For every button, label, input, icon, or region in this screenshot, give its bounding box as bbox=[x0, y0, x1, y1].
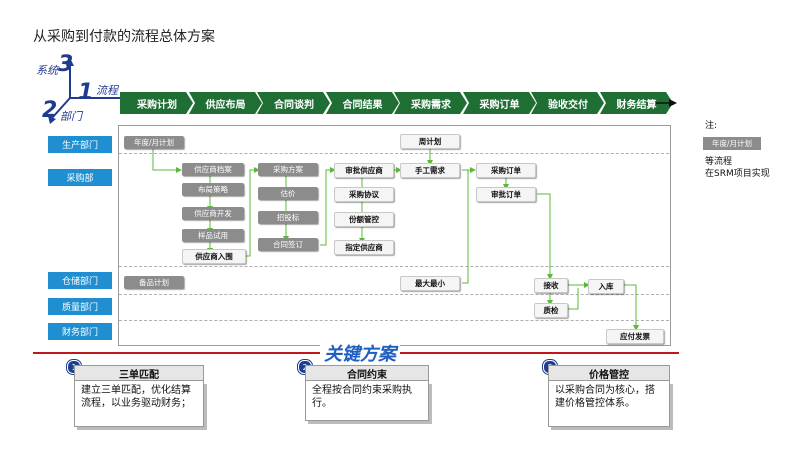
box-annual-plan: 年度/月计划 bbox=[124, 136, 184, 149]
process-step-label: 供应布局 bbox=[205, 99, 246, 111]
box-spare-plan: 备品计划 bbox=[124, 276, 184, 289]
process-step: 合同谈判 bbox=[257, 92, 331, 114]
note-line1: 等流程 bbox=[705, 157, 733, 167]
box-quota-control: 份额管控 bbox=[334, 212, 394, 227]
dept-production: 生产部门 bbox=[48, 136, 112, 153]
note-label: 注: bbox=[705, 121, 718, 131]
process-label: 流程 bbox=[96, 84, 118, 97]
system-axis-arrow-icon bbox=[66, 58, 74, 66]
process-number: 1 bbox=[78, 80, 94, 105]
dept-warehouse: 仓储部门 bbox=[48, 272, 112, 289]
process-step-label: 合同结果 bbox=[342, 99, 383, 111]
box-receive: 接收 bbox=[534, 278, 568, 293]
chevron-arrow-icon bbox=[531, 92, 604, 114]
card3-title: 价格管控 bbox=[548, 365, 670, 381]
system-label: 系统 bbox=[36, 64, 58, 77]
process-step: 采购需求 bbox=[394, 92, 468, 114]
box-quality-check: 质检 bbox=[534, 303, 568, 318]
dept-number: 2 bbox=[42, 98, 58, 123]
lane-divider bbox=[119, 266, 669, 267]
lane-divider bbox=[119, 153, 669, 154]
page-title: 从采购到付款的流程总体方案 bbox=[33, 29, 215, 45]
note-sample-box: 年度/月计划 bbox=[703, 137, 761, 150]
key-solution-title: 关键方案 bbox=[320, 340, 400, 366]
box-supplier-access: 供应商入围 bbox=[182, 249, 246, 264]
card-contract-constraint: 合同约束 全程按合同约束采购执行。 bbox=[305, 365, 429, 421]
box-assign-supplier: 指定供应商 bbox=[334, 240, 394, 255]
box-warehouse-in: 入库 bbox=[588, 279, 624, 294]
box-purchase-order: 采购订单 bbox=[476, 163, 536, 178]
card-price-control: 价格管控 以采购合同为核心，搭建价格管控体系。 bbox=[548, 365, 670, 427]
process-step-label: 采购需求 bbox=[411, 99, 451, 111]
dept-finance: 财务部门 bbox=[48, 323, 112, 340]
dept-purchasing: 采购部 bbox=[48, 169, 112, 186]
process-step: 供应布局 bbox=[188, 92, 263, 114]
chevron-arrow-icon bbox=[188, 92, 262, 114]
card2-text: 全程按合同约束采购执行。 bbox=[305, 381, 429, 421]
process-step-label: 采购计划 bbox=[137, 99, 177, 111]
process-step-label: 验收交付 bbox=[548, 99, 588, 111]
box-purchase-plan: 采购方案 bbox=[258, 163, 318, 176]
box-max-min: 最大最小 bbox=[400, 276, 460, 291]
process-step: 验收交付 bbox=[531, 92, 605, 114]
process-step-label: 财务结算 bbox=[616, 99, 657, 111]
axes-diagram bbox=[48, 58, 120, 124]
dept-axis-arrow-icon bbox=[48, 116, 56, 124]
process-step: 采购订单 bbox=[462, 92, 537, 114]
lane-divider bbox=[119, 294, 669, 295]
box-sample-trial: 样品试用 bbox=[182, 229, 244, 242]
dept-axis bbox=[51, 97, 71, 119]
system-number: 3 bbox=[58, 52, 74, 77]
process-step-label: 合同谈判 bbox=[274, 99, 314, 111]
box-weekly-plan: 周计划 bbox=[400, 134, 460, 149]
chevron-arrow-icon bbox=[120, 92, 193, 114]
box-supplier-dev: 供应商开发 bbox=[182, 207, 244, 220]
process-step-label: 采购订单 bbox=[479, 99, 520, 111]
process-step: 财务结算 bbox=[599, 92, 674, 114]
card2-title: 合同约束 bbox=[305, 365, 429, 381]
box-supplier-file: 供应商档案 bbox=[182, 163, 244, 176]
box-payment-invoice: 应付发票 bbox=[606, 329, 664, 344]
dept-quality: 质量部门 bbox=[48, 298, 112, 315]
note-line2: 在SRM项目实现 bbox=[705, 169, 770, 179]
chevron-arrow-icon bbox=[599, 92, 673, 114]
dept-label: 部门 bbox=[60, 110, 82, 123]
box-manual-demand: 手工需求 bbox=[400, 163, 460, 178]
card3-text: 以采购合同为核心，搭建价格管控体系。 bbox=[548, 381, 670, 427]
box-purchase-agreement: 采购协议 bbox=[334, 187, 394, 202]
box-layout-strategy: 布局策略 bbox=[182, 183, 244, 196]
process-step: 采购计划 bbox=[120, 92, 194, 114]
card1-text: 建立三单匹配，优化结算流程，以业务驱动财务； bbox=[74, 381, 204, 427]
box-valuation: 估价 bbox=[258, 187, 318, 200]
box-bidding: 招投标 bbox=[258, 211, 318, 224]
chevron-arrow-icon bbox=[462, 92, 536, 114]
box-approve-order: 审批订单 bbox=[476, 187, 536, 202]
chevron-arrow-icon bbox=[257, 92, 330, 114]
flow-end-arrow-icon bbox=[656, 99, 677, 107]
card-three-way-match: 三单匹配 建立三单匹配，优化结算流程，以业务驱动财务； bbox=[74, 365, 204, 427]
lane-divider bbox=[119, 320, 669, 321]
process-step: 合同结果 bbox=[325, 92, 400, 114]
box-approve-supplier: 审批供应商 bbox=[334, 163, 394, 178]
box-contract-sign: 合同签订 bbox=[258, 238, 318, 251]
chevron-arrow-icon bbox=[394, 92, 467, 114]
card1-title: 三单匹配 bbox=[74, 365, 204, 381]
chevron-arrow-icon bbox=[325, 92, 399, 114]
